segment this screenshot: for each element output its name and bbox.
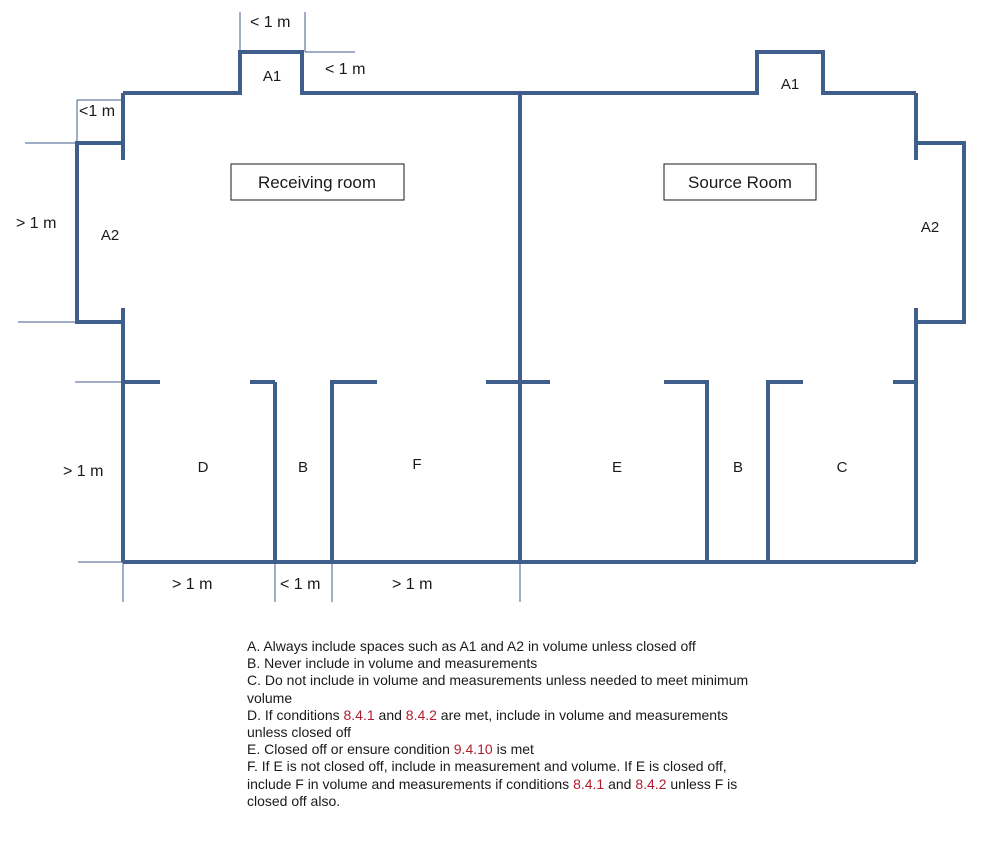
notes-list: A. Always include spaces such as A1 and … (247, 638, 767, 810)
space-label-a2-right: A2 (921, 219, 939, 236)
wall-left-a2 (75, 141, 123, 324)
note-text: and (604, 775, 636, 792)
wall-top-right (520, 50, 916, 95)
note-text: E. Closed off or ensure condition (247, 741, 454, 758)
dimension-label-f-width: > 1 m (392, 576, 432, 593)
source-room-box (663, 163, 817, 201)
note-text: D. If conditions (247, 706, 344, 723)
space-label-a2-left: A2 (101, 227, 119, 244)
dimension-label-b-width: < 1 m (280, 576, 320, 593)
note-reference: 9.4.10 (453, 741, 493, 758)
note-text: and (374, 706, 406, 723)
note-text: unless F is closed off also. (247, 775, 738, 809)
note-reference: 8.4.1 (573, 775, 605, 792)
wall-right-a2 (916, 141, 966, 324)
note-text: B. Never include in volume and measureme… (247, 655, 538, 672)
dimension-label-d-width: > 1 m (172, 576, 212, 593)
floor-plan-diagram: Receiving room Source Room A1 A2 A1 A2 D… (16, 12, 966, 602)
note-text: C. Do not include in volume and measurem… (247, 672, 749, 706)
dimension-label-a1-width: < 1 m (250, 14, 290, 31)
walls (75, 50, 966, 564)
note-text: are met, include in volume and measureme… (247, 706, 728, 741)
note-item: B. Never include in volume and measureme… (247, 655, 767, 672)
space-label-f: F (412, 456, 421, 473)
note-item: F. If E is not closed off, include in me… (247, 758, 767, 810)
note-item: C. Do not include in volume and measurem… (247, 672, 767, 706)
receiving-room-label: Receiving room (258, 173, 376, 192)
space-label-b-left: B (298, 459, 308, 476)
source-room-label: Source Room (688, 173, 792, 192)
space-label-b-right: B (733, 459, 743, 476)
dimension-label-a2-height: > 1 m (16, 215, 56, 232)
note-reference: 8.4.1 (343, 706, 375, 723)
space-label-e: E (612, 459, 622, 476)
note-item: D. If conditions 8.4.1 and 8.4.2 are met… (247, 707, 767, 741)
note-reference: 8.4.2 (635, 775, 667, 792)
note-text: F. If E is not closed off, include in me… (247, 758, 727, 792)
space-label-c: C (837, 459, 848, 476)
note-text: A. Always include spaces such as A1 and … (247, 638, 696, 654)
dimension-label-a1-depth: < 1 m (325, 61, 365, 78)
note-reference: 8.4.2 (405, 706, 437, 723)
space-label-a1-left: A1 (263, 68, 281, 85)
space-label-a1-right: A1 (781, 76, 799, 93)
dimension-lines (18, 12, 521, 602)
receiving-room-box (230, 163, 405, 201)
dimension-label-lower-height: > 1 m (63, 463, 103, 480)
note-item: A. Always include spaces such as A1 and … (247, 638, 767, 655)
wall-top-left (123, 50, 520, 95)
space-label-d: D (198, 459, 209, 476)
note-item: E. Closed off or ensure condition 9.4.10… (247, 741, 767, 758)
dimension-label-a2-depth: <1 m (79, 103, 115, 120)
note-text: is met (492, 741, 534, 758)
